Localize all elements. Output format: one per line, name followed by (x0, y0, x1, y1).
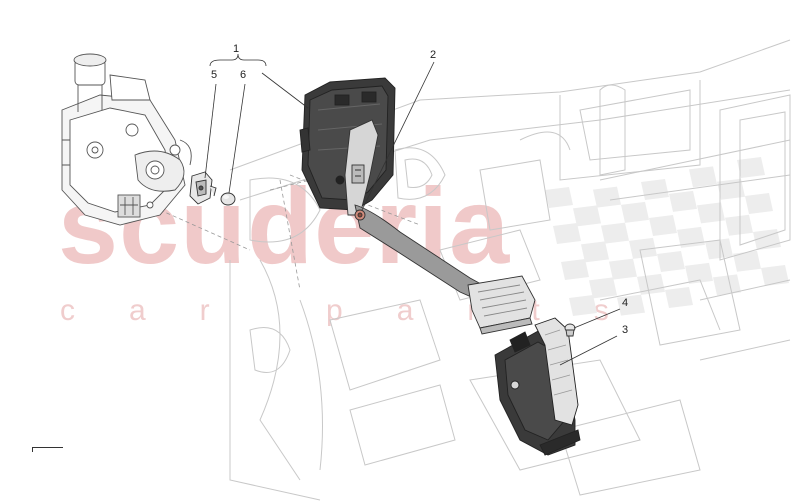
rubber-cap (220, 192, 236, 206)
corner-mark (32, 447, 63, 452)
checker-square (641, 179, 669, 201)
checker-square (733, 250, 761, 272)
checker-square (705, 238, 733, 260)
checker-square (761, 265, 789, 287)
checker-square (617, 294, 645, 316)
accelerator-pedal-assembly (494, 317, 581, 456)
checker-square (545, 187, 573, 208)
checker-square (697, 202, 725, 224)
brake-master-cylinder (61, 53, 192, 226)
checker-square (689, 166, 717, 188)
checker-square (629, 237, 657, 259)
fixing-screw (564, 323, 576, 337)
callout-3: 3 (622, 324, 629, 336)
callout-2: 2 (430, 49, 437, 61)
checker-square (685, 262, 713, 284)
checker-square (737, 157, 765, 179)
brake-pedal-arm (344, 119, 493, 304)
checker-square (665, 287, 693, 309)
checker-square (637, 273, 665, 295)
checker-square (601, 222, 629, 244)
checker-square (669, 190, 697, 212)
watermark-checker-flag (545, 157, 789, 316)
checker-square (589, 277, 617, 299)
leader-lines (204, 53, 621, 366)
switch-bracket (189, 171, 217, 205)
checker-square (569, 295, 597, 316)
brake-pedal-pad (467, 275, 536, 335)
callout-1: 1 (233, 43, 240, 55)
callout-5: 5 (211, 69, 218, 81)
checker-square (609, 258, 637, 280)
checker-square (573, 205, 601, 227)
callout-6: 6 (240, 69, 247, 81)
checker-square (713, 274, 741, 296)
checker-square (725, 214, 753, 236)
checker-square (649, 215, 677, 237)
checker-square (581, 241, 609, 263)
checker-square (657, 251, 685, 273)
checker-square (561, 259, 589, 280)
callout-4: 4 (622, 297, 629, 309)
checker-square (553, 223, 581, 244)
checker-square (621, 201, 649, 223)
checker-square (593, 186, 621, 208)
checker-square (745, 193, 773, 215)
